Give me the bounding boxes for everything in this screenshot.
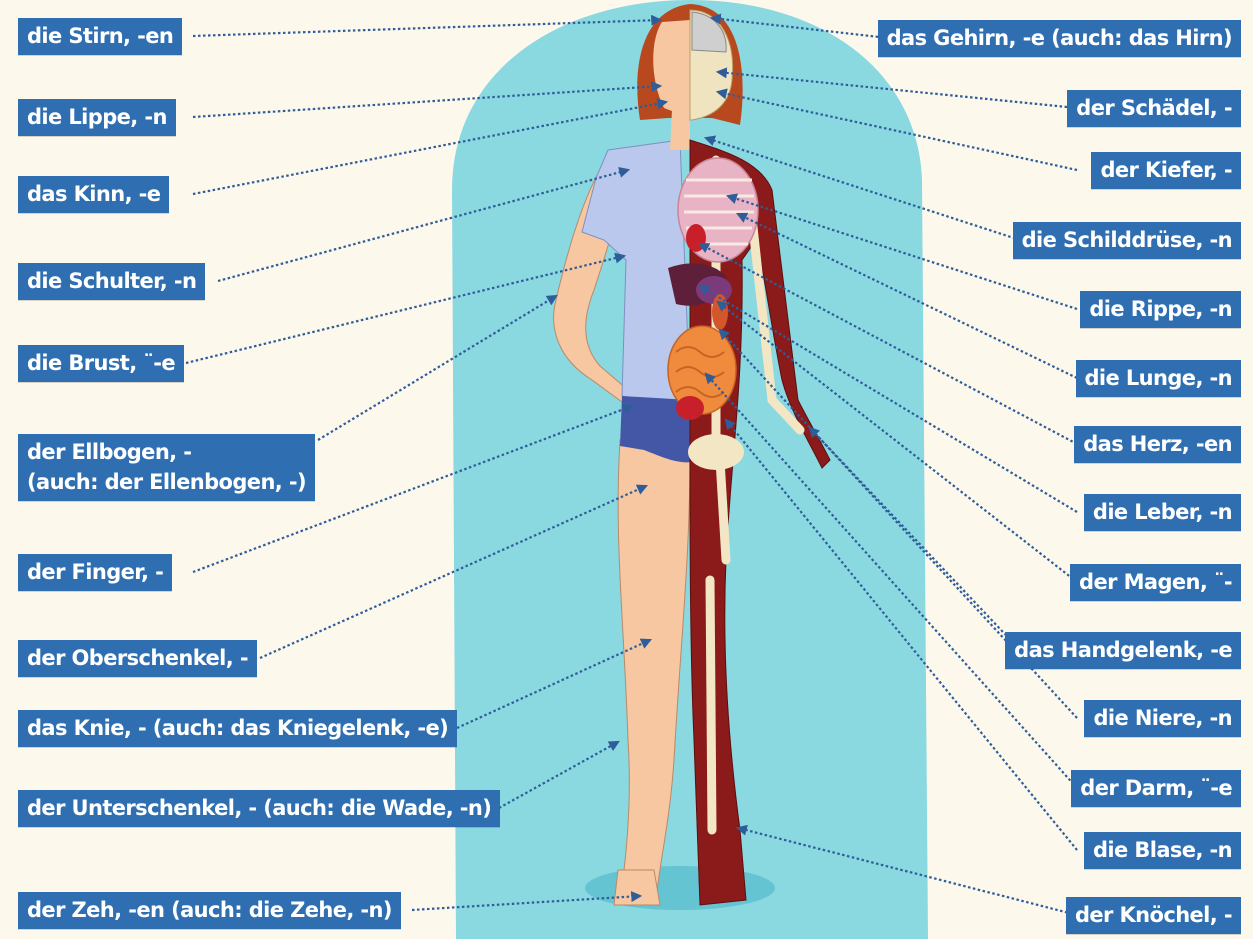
label-ellbogen-line1: der Ellbogen, - [27,437,306,467]
label-kiefer: der Kiefer, - [1091,152,1241,189]
label-knoechel: der Knöchel, - [1066,897,1241,934]
label-brust: die Brust, ¨-e [18,345,184,382]
floor-shadow [585,866,775,910]
label-rippe: die Rippe, -n [1080,291,1241,328]
foot-left [614,870,660,905]
pelvis [688,434,744,470]
label-schulter: die Schulter, -n [18,263,205,300]
label-stirn: die Stirn, -en [18,18,182,55]
label-niere: die Niere, -n [1084,700,1241,737]
label-herz: das Herz, -en [1074,426,1241,463]
label-schaedel: der Schädel, - [1067,90,1241,127]
label-lunge: die Lunge, -n [1076,360,1242,397]
label-magen: der Magen, ¨- [1070,564,1241,601]
label-knie: das Knie, - (auch: das Kniegelenk, -e) [18,710,457,747]
label-ellbogen: der Ellbogen, - (auch: der Ellenbogen, -… [18,434,315,501]
label-zeh: der Zeh, -en (auch: die Zehe, -n) [18,892,401,929]
label-leber: die Leber, -n [1084,494,1241,531]
label-darm: der Darm, ¨-e [1071,770,1241,807]
label-oberschenkel: der Oberschenkel, - [18,640,257,677]
label-ellbogen-line2: (auch: der Ellenbogen, -) [27,467,306,497]
kidney [712,294,728,330]
heart [686,224,706,252]
label-unterschenkel: der Unterschenkel, - (auch: die Wade, -n… [18,790,500,827]
stomach [696,276,732,304]
label-schilddruese: die Schilddrüse, -n [1013,222,1241,259]
label-lippe: die Lippe, -n [18,99,176,136]
label-gehirn: das Gehirn, -e (auch: das Hirn) [878,20,1241,57]
bladder [676,396,704,420]
label-blase: die Blase, -n [1084,832,1241,869]
label-handgelenk: das Handgelenk, -e [1005,632,1241,669]
neck [670,110,690,150]
label-finger: der Finger, - [18,554,172,591]
label-kinn: das Kinn, -e [18,176,169,213]
